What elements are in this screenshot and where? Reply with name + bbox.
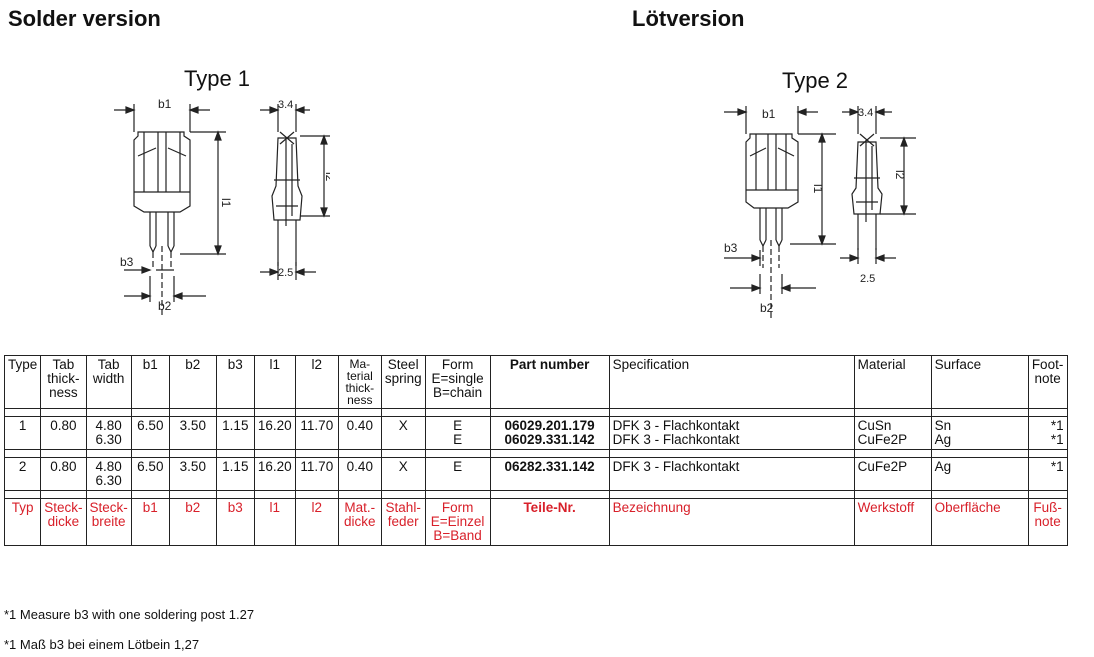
heading-loetversion: Lötversion — [632, 6, 745, 31]
th-b2: b2 — [168, 355, 217, 409]
gh-b1: b1 — [130, 498, 170, 546]
th-l1: l1 — [253, 355, 296, 409]
cell-l2: 11.70 — [294, 457, 339, 491]
dim-2-5: 2.5 — [278, 267, 293, 279]
footnote-en: *1 Measure b3 with one soldering post 1.… — [4, 607, 255, 622]
gh-bezeichnung: Bezeichnung — [608, 498, 855, 546]
cell-b1: 6.50 — [130, 416, 170, 450]
heading-solder-version: Solder version — [8, 6, 161, 31]
table-header-row: Type Tab thick-ness Tab width b1 b2 b3 l… — [3, 355, 1068, 409]
cell-l2: 11.70 — [294, 416, 339, 450]
th-material: Material — [853, 355, 932, 409]
th-l2: l2 — [294, 355, 339, 409]
cell-l1: 16.20 — [253, 457, 296, 491]
gh-b2: b2 — [168, 498, 217, 546]
german-header-row: Typ Steck-dicke Steck-breite b1 b2 b3 l1… — [3, 498, 1068, 546]
cell-b2: 3.50 — [168, 457, 217, 491]
th-footnote: Foot-note — [1027, 355, 1068, 409]
cell-footnote: *1*1 — [1027, 416, 1068, 450]
dim-3-4-type2: 3.4 — [858, 107, 873, 119]
cell-b3: 1.15 — [215, 457, 255, 491]
gh-mat-dicke: Mat.-dicke — [337, 498, 382, 546]
cell-type: 2 — [3, 457, 42, 491]
cell-l1: 16.20 — [253, 416, 296, 450]
th-form: Form E=single B=chain — [424, 355, 491, 409]
th-specification: Specification — [608, 355, 855, 409]
th-type: Type — [3, 355, 42, 409]
cell-material-thickness: 0.40 — [337, 457, 382, 491]
th-tab-thickness: Tab thick-ness — [40, 355, 87, 409]
cell-surface: Ag — [930, 457, 1029, 491]
dim-l2-type2: l2 — [893, 170, 907, 180]
th-b1: b1 — [130, 355, 170, 409]
spacer-row — [3, 449, 1068, 458]
footnote-de: *1 Maß b3 bei einem Lötbein 1,27 — [4, 637, 200, 652]
gh-steckdicke: Steck-dicke — [40, 498, 87, 546]
th-b3: b3 — [215, 355, 255, 409]
th-part-number: Part number — [489, 355, 610, 409]
gh-stahlfeder: Stahl-feder — [380, 498, 426, 546]
cell-form: E — [424, 457, 491, 491]
type1-drawing: b1 l1 b3 b2 3.4 l2 2.5 — [114, 97, 330, 316]
th-surface: Surface — [930, 355, 1029, 409]
type1-label: Type 1 — [184, 66, 251, 91]
cell-part-number: 06282.331.142 — [489, 457, 610, 491]
cell-b2: 3.50 — [168, 416, 217, 450]
cell-steel: X — [380, 457, 426, 491]
spacer-row — [3, 408, 1068, 417]
gh-teile-nr: Teile-Nr. — [489, 498, 610, 546]
gh-l1: l1 — [253, 498, 296, 546]
cell-steel: X — [380, 416, 426, 450]
cell-thickness: 0.80 — [40, 416, 87, 450]
th-steel-spring: Steel spring — [380, 355, 426, 409]
gh-b3: b3 — [215, 498, 255, 546]
dim-l2: l2 — [323, 172, 330, 182]
cell-thickness: 0.80 — [40, 457, 87, 491]
dim-b2: b2 — [158, 299, 172, 313]
dim-b2-type2: b2 — [760, 301, 774, 315]
gh-fussnote: Fuß-note — [1027, 498, 1068, 546]
gh-form: Form E=Einzel B=Band — [424, 498, 491, 546]
dim-3-4: 3.4 — [278, 99, 293, 111]
cell-b3: 1.15 — [215, 416, 255, 450]
dim-b1-type2: b1 — [762, 107, 776, 121]
gh-werkstoff: Werkstoff — [853, 498, 932, 546]
gh-typ: Typ — [3, 498, 42, 546]
cell-type: 1 — [3, 416, 42, 450]
dim-b3-type2: b3 — [724, 241, 738, 255]
cell-b1: 6.50 — [130, 457, 170, 491]
dim-l1: l1 — [219, 198, 233, 208]
dim-b3: b3 — [120, 255, 134, 269]
th-material-thickness: Ma-terial thick-ness — [337, 355, 382, 409]
type2-drawing: b1 l1 b3 b2 3.4 l2 2.5 — [724, 106, 916, 320]
dim-2-5-type2: 2.5 — [860, 273, 875, 285]
product-table: Type Tab thick-ness Tab width b1 b2 b3 l… — [3, 355, 1068, 546]
cell-spec: DFK 3 - Flachkontakt — [608, 457, 855, 491]
spacer-row — [3, 490, 1068, 499]
gh-oberflaeche: Oberfläche — [930, 498, 1029, 546]
cell-material: CuFe2P — [853, 457, 932, 491]
th-tab-width: Tab width — [85, 355, 132, 409]
dim-b1: b1 — [158, 97, 172, 111]
type2-label: Type 2 — [782, 68, 849, 93]
dim-l1-type2: l1 — [811, 184, 825, 194]
gh-steckbreite: Steck-breite — [85, 498, 132, 546]
cell-footnote: *1 — [1027, 457, 1068, 491]
cell-material-thickness: 0.40 — [337, 416, 382, 450]
gh-l2: l2 — [294, 498, 339, 546]
